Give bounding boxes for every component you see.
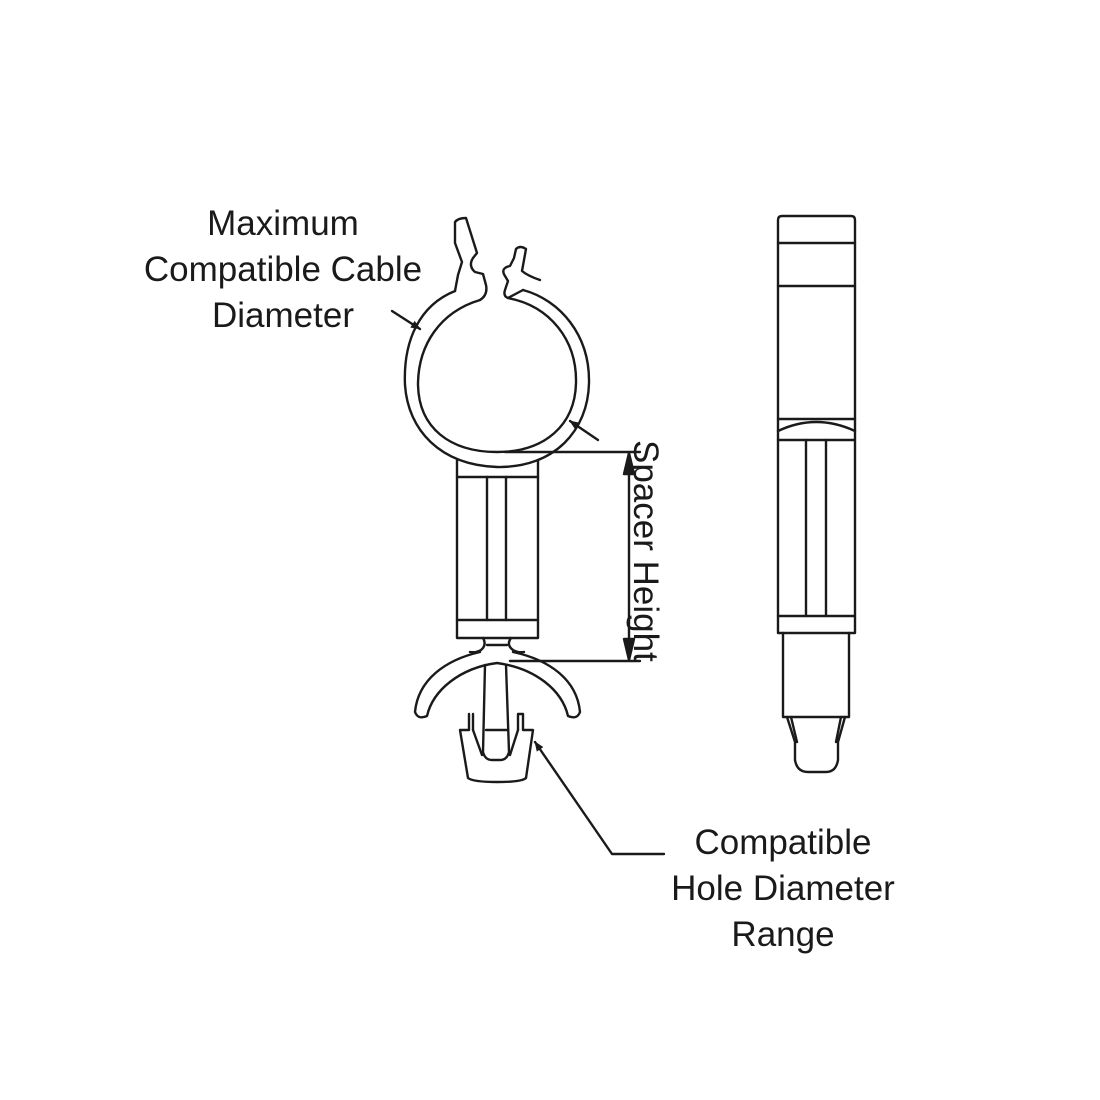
label-line: Spacer Height	[626, 440, 665, 662]
push-mount-anchor	[413, 650, 666, 856]
label-line: Diameter	[212, 296, 354, 335]
label-max-cable-diameter: Maximum Compatible Cable Diameter	[120, 201, 446, 339]
spacer-height-dimension	[503, 450, 642, 663]
label-line: Maximum	[207, 204, 359, 243]
label-hole-diameter-range: Compatible Hole Diameter Range	[648, 820, 918, 958]
clip-ring	[390, 216, 600, 469]
label-line: Compatible Cable	[143, 250, 423, 289]
side-view	[776, 214, 857, 774]
spacer-body	[455, 458, 540, 654]
label-line: Hole Diameter	[671, 869, 895, 908]
label-line: Range	[731, 915, 835, 954]
label-spacer-height: Spacer Height	[625, 440, 665, 662]
label-line: Compatible	[694, 823, 872, 862]
